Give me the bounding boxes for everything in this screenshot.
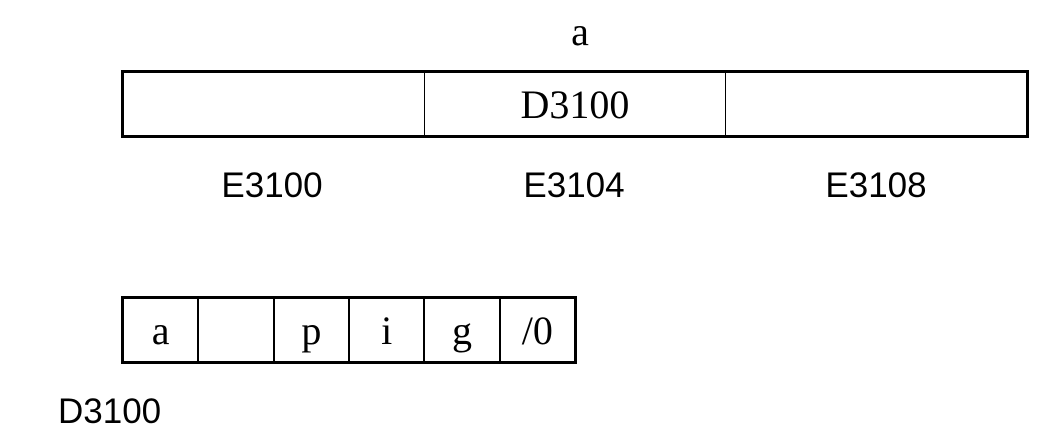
char-cell: a (151, 307, 170, 353)
char-cell: p (272, 299, 348, 361)
char-cell: g (423, 299, 498, 361)
pointer-cell-2 (725, 73, 1026, 135)
string-address-label: D3100 (58, 392, 162, 431)
pointer-address-label: E3104 (523, 166, 625, 205)
pointer-address-label: E3100 (221, 166, 323, 205)
pointer-address-label: E3108 (825, 166, 927, 205)
pointer-cell-1: D3100 (424, 73, 725, 135)
char-cell (197, 299, 272, 361)
pointer-array-box: D3100 (121, 70, 1029, 138)
char-cell: /0 (498, 299, 574, 361)
variable-name-label: a (571, 9, 589, 54)
char-array-box: a p i g /0 (121, 296, 577, 364)
pointer-cell-0 (124, 73, 424, 135)
char-cell: i (347, 299, 423, 361)
